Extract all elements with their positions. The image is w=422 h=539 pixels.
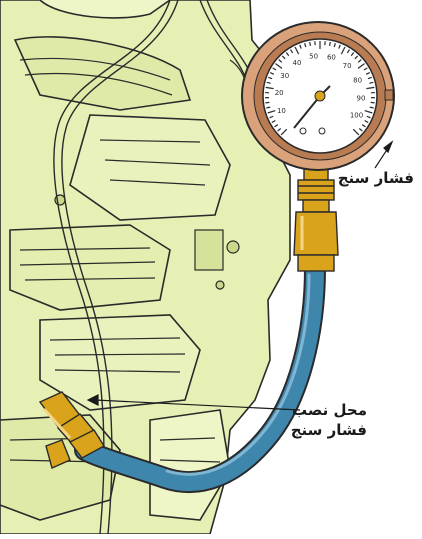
gauge-scale-number: 80 [353,77,362,85]
gauge-scale-number: 40 [292,59,301,67]
gauge-scale-number: 100 [350,112,363,120]
gauge-scale-number: 60 [327,54,336,62]
mount-location-line-2: فشار سنج [291,420,367,440]
gauge-scale-number: 30 [280,72,289,80]
gauge-scale-number: 10 [277,107,286,115]
gauge-scale-number: 70 [343,62,352,70]
gauge-tick [310,42,311,46]
gauge-scale-number: 50 [309,53,318,61]
mount-location-line-1: محل نصب [291,400,367,420]
mount-location-label: محل نصب فشار سنج [291,400,367,441]
gauge-tick [370,107,374,108]
gauge-tick [330,42,331,46]
gauge-coupling [294,166,338,271]
gauge-scale-number: 90 [357,94,366,102]
gauge-tick [371,102,375,103]
gauge-tick [266,107,270,108]
gauge-tick [265,102,269,103]
gauge-scale-number: 20 [275,89,284,97]
gauge-label: فشار سنج [338,168,414,188]
